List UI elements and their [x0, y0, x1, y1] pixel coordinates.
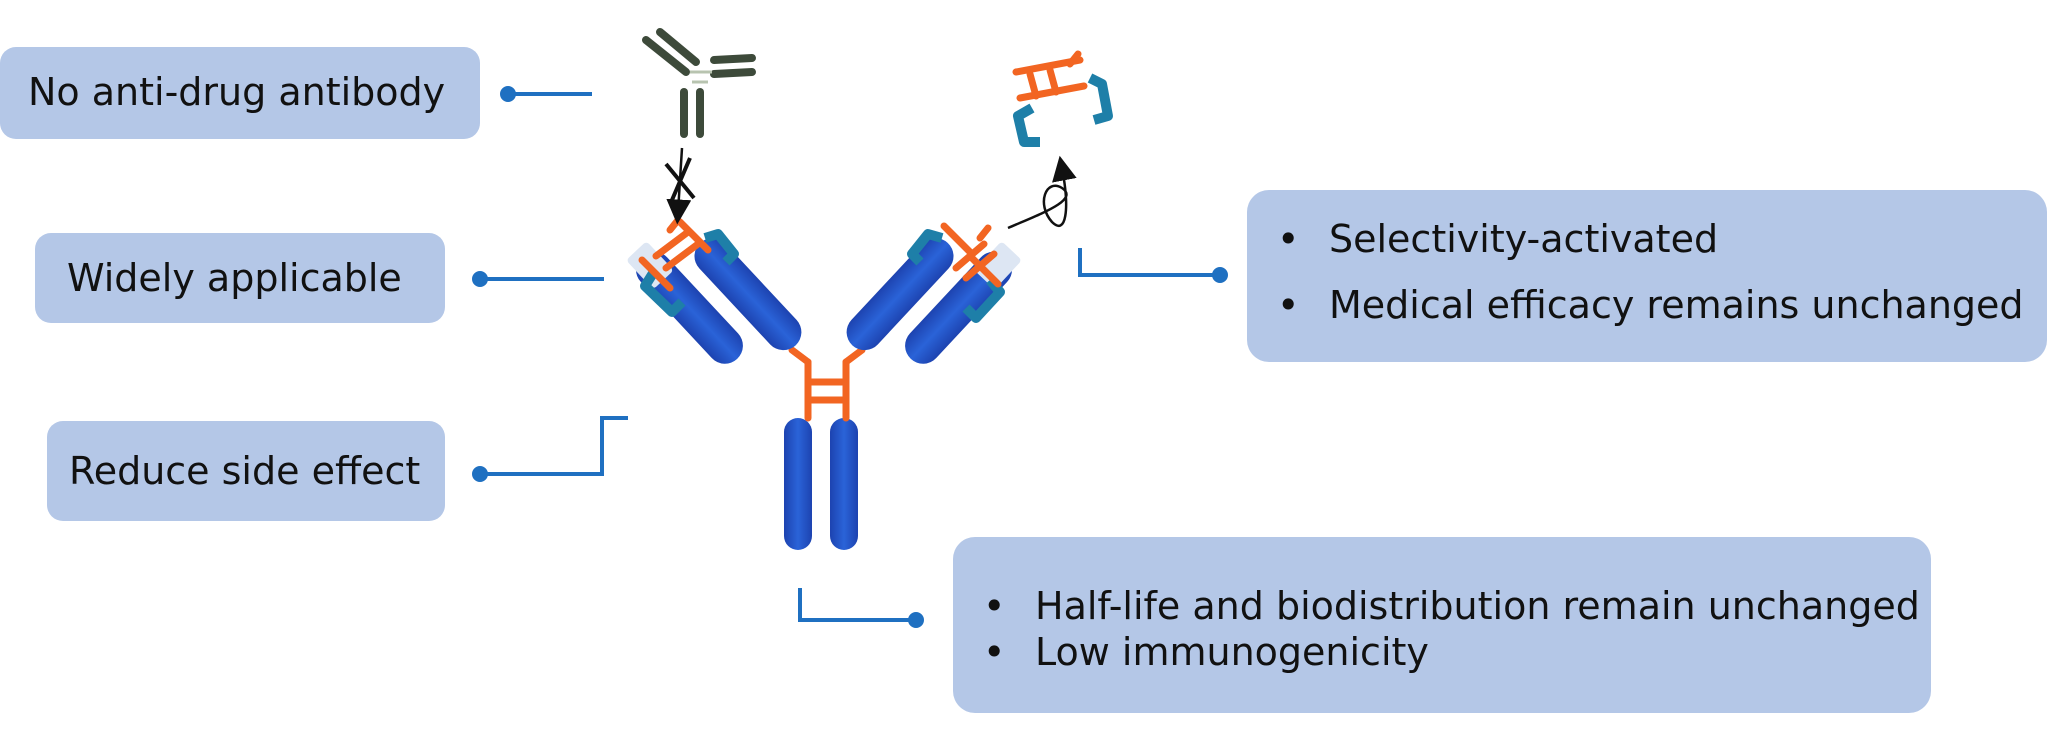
selectivity-box: Selectivity-activated Medical efficacy r… [1247, 190, 2047, 362]
widely-applicable-box: Widely applicable [35, 233, 445, 323]
cleaved-mask-icon [1012, 50, 1113, 147]
widely-applicable-label: Widely applicable [67, 256, 402, 300]
release-arrow-icon [1007, 155, 1077, 230]
reduce-side-effect-box: Reduce side effect [47, 421, 445, 521]
connector-half-life [798, 588, 924, 628]
mask-right [907, 222, 1005, 323]
anti-drug-antibody-icon [642, 28, 756, 138]
half-life-box: Half-life and biodistribution remain unc… [953, 537, 1931, 713]
fc-chain-right [830, 418, 858, 550]
no-ada-box: No anti-drug antibody [0, 47, 480, 139]
list-item: Half-life and biodistribution remain unc… [983, 583, 1920, 629]
list-item: Medical efficacy remains unchanged [1277, 282, 2024, 328]
list-item: Low immunogenicity [983, 629, 1920, 675]
selectivity-list: Selectivity-activated Medical efficacy r… [1277, 216, 2024, 328]
connector-no-ada [500, 86, 592, 102]
connector-reduce [472, 416, 628, 482]
hinge-linker [788, 346, 866, 422]
reduce-side-effect-label: Reduce side effect [69, 449, 421, 493]
mask-left [638, 216, 739, 317]
antibody-icon [627, 216, 1021, 550]
blocked-arrow-icon [664, 147, 696, 225]
list-item: Selectivity-activated [1277, 216, 2024, 262]
half-life-list: Half-life and biodistribution remain unc… [983, 583, 1920, 675]
no-ada-label: No anti-drug antibody [28, 70, 446, 114]
fc-chain-left [784, 418, 812, 550]
connector-widely [472, 271, 604, 287]
connector-selectivity [1078, 248, 1228, 283]
connector-lines [472, 86, 1228, 628]
